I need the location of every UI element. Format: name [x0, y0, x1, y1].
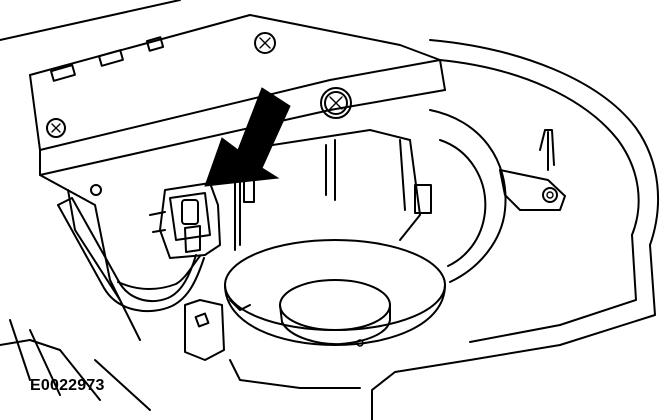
blower-motor	[184, 109, 566, 361]
electrical-connector	[149, 182, 221, 259]
screw-head-icon	[46, 32, 352, 138]
arrow-pointer-icon	[204, 87, 291, 187]
figure-reference-code: E0022973	[30, 377, 105, 394]
wire-harness	[57, 197, 205, 313]
housing-shroud	[229, 39, 659, 420]
bracket-plate	[0, 0, 446, 176]
frame-left	[0, 174, 151, 411]
